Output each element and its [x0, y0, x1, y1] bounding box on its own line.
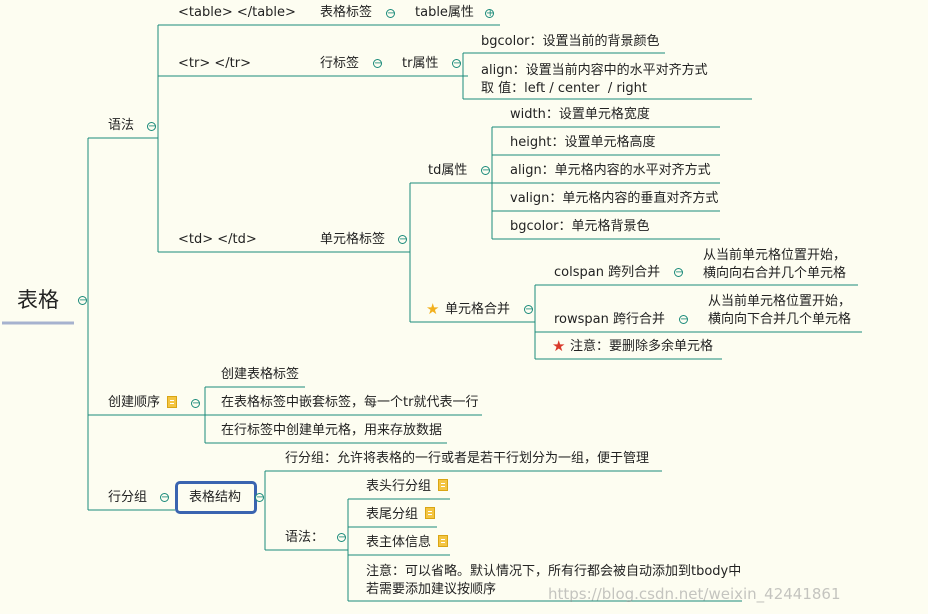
node-table-attr[interactable]: table属性 — [415, 5, 474, 20]
collapse-icon[interactable] — [386, 9, 395, 18]
collapse-icon[interactable] — [679, 315, 688, 324]
node-td-attr-valign[interactable]: valign：单元格内容的垂直对齐方式 — [510, 191, 719, 206]
node-row-group[interactable]: 行分组 — [108, 490, 148, 505]
collapse-icon[interactable] — [398, 235, 407, 244]
node-row-group-syntax[interactable]: 语法： — [285, 530, 325, 545]
node-rowspan-desc[interactable]: 从当前单元格位置开始， 横向向下合并几个单元格 — [708, 294, 852, 327]
node-create-order[interactable]: 创建顺序 — [108, 395, 161, 410]
node-tfoot[interactable]: 表尾分组 — [366, 507, 419, 522]
star-icon: ★ — [426, 300, 440, 318]
collapse-icon[interactable] — [674, 268, 683, 277]
node-td-tag-name[interactable]: 单元格标签 — [320, 232, 386, 247]
node-create-step-1[interactable]: 创建表格标签 — [221, 367, 300, 382]
node-thead[interactable]: 表头行分组 — [366, 479, 432, 494]
note-icon[interactable] — [167, 396, 177, 408]
node-tr-attr[interactable]: tr属性 — [402, 56, 439, 71]
node-table-tag[interactable]: <table> </table> — [178, 5, 296, 20]
node-colspan[interactable]: colspan 跨列合并 — [554, 265, 661, 280]
note-icon[interactable] — [438, 535, 448, 547]
node-td-attr-width[interactable]: width：设置单元格宽度 — [510, 107, 650, 122]
node-td-attr[interactable]: td属性 — [428, 163, 468, 178]
root-node-table[interactable]: 表格 — [17, 288, 59, 312]
node-rowspan[interactable]: rowspan 跨行合并 — [554, 312, 666, 327]
node-row-group-note[interactable]: 注意：可以省略。默认情况下，所有行都会被自动添加到tbody中 若需要添加建议按… — [366, 564, 742, 597]
collapse-icon[interactable] — [452, 59, 461, 68]
collapse-icon[interactable] — [191, 399, 200, 408]
watermark: https://blog.csdn.net/weixin_42441861 — [548, 585, 841, 603]
node-tr-bgcolor[interactable]: bgcolor：设置当前的背景颜色 — [481, 34, 660, 49]
node-syntax[interactable]: 语法 — [108, 118, 135, 133]
node-table-tag-name[interactable]: 表格标签 — [320, 5, 373, 20]
node-td-attr-align[interactable]: align：单元格内容的水平对齐方式 — [510, 163, 711, 178]
collapse-icon[interactable] — [337, 533, 346, 542]
node-colspan-desc[interactable]: 从当前单元格位置开始， 横向向右合并几个单元格 — [703, 248, 847, 281]
node-td-attr-height[interactable]: height：设置单元格高度 — [510, 135, 656, 150]
node-tr-tag-name[interactable]: 行标签 — [320, 56, 360, 71]
collapse-icon[interactable] — [481, 166, 490, 175]
node-merge-note[interactable]: 注意：要删除多余单元格 — [570, 339, 714, 354]
note-icon[interactable] — [425, 507, 435, 519]
collapse-icon[interactable] — [255, 493, 264, 502]
node-tr-tag[interactable]: <tr> </tr> — [178, 56, 251, 71]
node-tbody[interactable]: 表主体信息 — [366, 535, 432, 550]
star-icon: ★ — [552, 337, 566, 355]
collapse-icon[interactable] — [147, 122, 156, 131]
selected-node-frame — [175, 481, 257, 514]
collapse-icon[interactable] — [160, 493, 169, 502]
node-cell-merge[interactable]: 单元格合并 — [445, 302, 511, 317]
node-create-step-3[interactable]: 在行标签中创建单元格，用来存放数据 — [221, 423, 443, 438]
collapse-icon[interactable] — [78, 296, 87, 305]
expand-icon[interactable] — [485, 9, 494, 18]
node-row-group-desc[interactable]: 行分组：允许将表格的一行或者是若干行划分为一组，便于管理 — [285, 451, 650, 466]
node-create-step-2[interactable]: 在表格标签中嵌套标签，每一个tr就代表一行 — [221, 395, 479, 410]
node-tr-align[interactable]: align：设置当前内容中的水平对齐方式 取 值：left / center /… — [481, 63, 708, 96]
node-td-attr-bgcolor[interactable]: bgcolor：单元格背景色 — [510, 219, 650, 234]
node-table-structure[interactable]: 表格结构 — [189, 490, 242, 505]
collapse-icon[interactable] — [373, 59, 382, 68]
note-icon[interactable] — [438, 479, 448, 491]
collapse-icon[interactable] — [524, 305, 533, 314]
node-td-tag[interactable]: <td> </td> — [178, 232, 257, 247]
